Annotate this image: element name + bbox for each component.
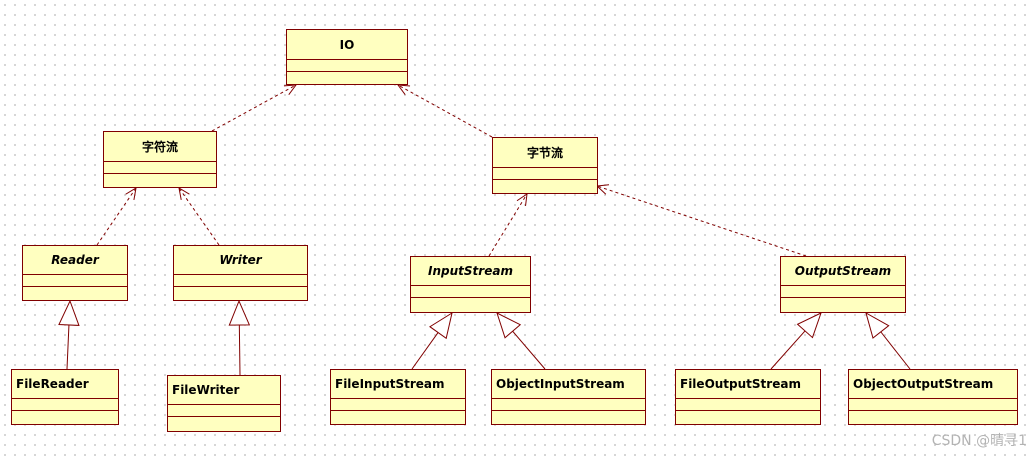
generalization-line <box>512 330 546 370</box>
inheritance-triangle <box>496 312 522 339</box>
operations-compartment <box>411 298 530 310</box>
class-name: OutputStream <box>781 257 905 286</box>
generalization-line <box>770 330 806 370</box>
attributes-compartment <box>168 405 280 417</box>
attributes-compartment <box>23 275 127 287</box>
class-name: 字节流 <box>493 138 597 168</box>
generalization-line <box>238 324 241 376</box>
inheritance-triangle <box>58 299 80 326</box>
operations-compartment <box>104 174 216 186</box>
operations-compartment <box>493 180 597 192</box>
inheritance-triangle <box>228 299 251 326</box>
class-box-file-input-stream[interactable]: FileInputStream <box>330 369 466 425</box>
attributes-compartment <box>493 168 597 180</box>
dependency-line <box>596 185 807 257</box>
open-arrowhead <box>516 192 528 207</box>
class-name: 字符流 <box>104 132 216 162</box>
class-name: FileOutputStream <box>676 370 820 399</box>
operations-compartment <box>849 411 1017 423</box>
attributes-compartment <box>287 60 407 72</box>
class-box-object-input-stream[interactable]: ObjectInputStream <box>491 369 646 425</box>
inheritance-triangle <box>865 311 890 339</box>
open-arrowhead <box>595 184 610 195</box>
class-name: FileInputStream <box>331 370 465 399</box>
open-arrowhead <box>396 84 411 95</box>
attributes-compartment <box>104 162 216 174</box>
class-name: FileReader <box>12 370 118 399</box>
generalization-line <box>411 332 439 370</box>
class-name: IO <box>287 30 407 60</box>
generalization-line <box>880 331 911 370</box>
class-name: Reader <box>23 246 127 275</box>
attributes-compartment <box>676 399 820 411</box>
class-box-char-stream[interactable]: 字符流 <box>103 131 217 188</box>
dependency-line <box>96 187 137 246</box>
attributes-compartment <box>331 399 465 411</box>
class-box-file-writer[interactable]: FileWriter <box>167 375 281 432</box>
class-box-output-stream[interactable]: OutputStream <box>780 256 906 313</box>
operations-compartment <box>23 287 127 299</box>
open-arrowhead <box>125 187 137 200</box>
operations-compartment <box>287 72 407 84</box>
class-box-io[interactable]: IO <box>286 29 408 85</box>
class-name: Writer <box>174 246 307 275</box>
class-box-file-reader[interactable]: FileReader <box>11 369 119 425</box>
operations-compartment <box>168 417 280 429</box>
generalization-line <box>66 324 70 370</box>
class-box-object-output-stream[interactable]: ObjectOutputStream <box>848 369 1018 425</box>
class-box-file-output-stream[interactable]: FileOutputStream <box>675 369 821 425</box>
watermark: CSDN @晴寻1 <box>931 433 1027 449</box>
attributes-compartment <box>492 399 645 411</box>
dependency-line <box>211 84 297 132</box>
inheritance-triangle <box>429 311 453 340</box>
attributes-compartment <box>12 399 118 411</box>
operations-compartment <box>492 411 645 423</box>
inheritance-triangle <box>796 312 822 339</box>
class-name: ObjectOutputStream <box>849 370 1017 399</box>
class-name: InputStream <box>411 257 530 286</box>
open-arrowhead <box>283 84 298 95</box>
class-name: ObjectInputStream <box>492 370 645 399</box>
class-box-input-stream[interactable]: InputStream <box>410 256 531 313</box>
operations-compartment <box>331 411 465 423</box>
open-arrowhead <box>178 187 190 200</box>
dependency-line <box>178 187 220 246</box>
attributes-compartment <box>411 286 530 298</box>
operations-compartment <box>781 298 905 310</box>
attributes-compartment <box>849 399 1017 411</box>
attributes-compartment <box>781 286 905 298</box>
class-box-writer[interactable]: Writer <box>173 245 308 301</box>
operations-compartment <box>676 411 820 423</box>
class-box-byte-stream[interactable]: 字节流 <box>492 137 598 194</box>
attributes-compartment <box>174 275 307 287</box>
class-box-reader[interactable]: Reader <box>22 245 128 301</box>
class-name: FileWriter <box>168 376 280 405</box>
dependency-line <box>488 193 528 257</box>
operations-compartment <box>174 287 307 299</box>
operations-compartment <box>12 411 118 423</box>
dependency-line <box>397 84 493 138</box>
